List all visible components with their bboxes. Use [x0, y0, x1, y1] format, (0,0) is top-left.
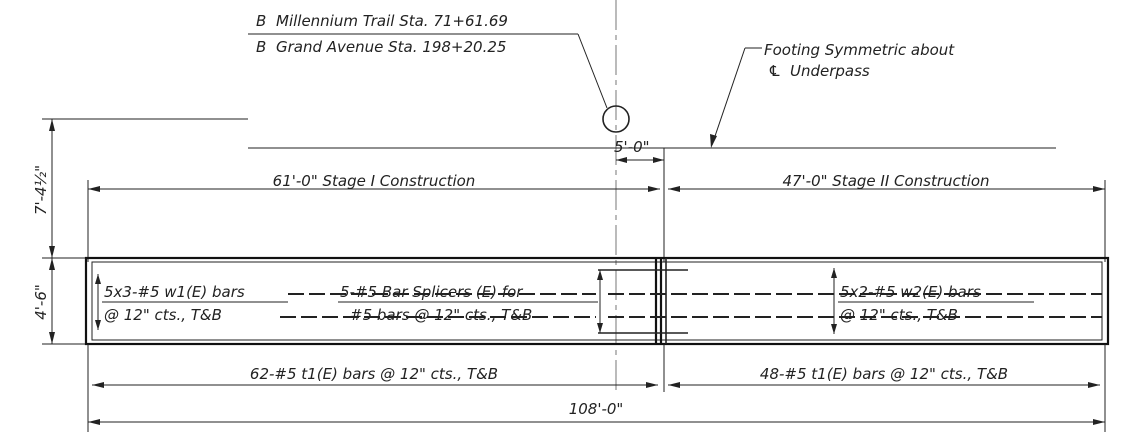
w2-label-line1: 5x2-#5 w2(E) bars [840, 283, 981, 301]
splicer-arrow-down [597, 323, 603, 333]
baseline-symbol-2: B [256, 38, 266, 56]
bottom-left-arrow-right [646, 382, 658, 388]
w2-arrow-up [831, 268, 837, 278]
station-label-millennium: Millennium Trail Sta. 71+61.69 [276, 12, 508, 30]
bottom-left-label: 62-#5 t1(E) bars @ 12" cts., T&B [250, 365, 498, 383]
overall-label: 108'-0" [569, 400, 624, 418]
w1-label-line2: @ 12" cts., T&B [104, 306, 222, 324]
height-footing-arrow-up [49, 258, 55, 270]
baseline-symbol-1: B [256, 12, 266, 30]
bottom-right-label: 48-#5 t1(E) bars @ 12" cts., T&B [760, 365, 1008, 383]
note-line-1: Footing Symmetric about [764, 41, 955, 59]
height-top-arrow-down [49, 246, 55, 258]
station-circle [602, 105, 630, 133]
stage2-arrow-right [1093, 186, 1105, 192]
station-leader-line [577, 33, 608, 109]
w1-label-line1: 5x3-#5 w1(E) bars [104, 283, 245, 301]
note-leader-line-2 [711, 47, 746, 146]
overall-arrow-left [88, 419, 100, 425]
offset-arrow-right [653, 157, 664, 163]
centerline-symbol: ℄ [768, 62, 781, 80]
stage2-label: 47'-0" Stage II Construction [782, 172, 989, 190]
height-footing-arrow-down [49, 332, 55, 344]
stage1-arrow-right [648, 186, 660, 192]
bottom-right-arrow-right [1088, 382, 1100, 388]
height-top-label: 7'-4½" [32, 165, 50, 215]
note-line-2: Underpass [790, 62, 870, 80]
height-top-arrow-up [49, 119, 55, 131]
splicer-arrow-up [597, 270, 603, 280]
offset-dimension-label: 5'-0" [614, 138, 650, 156]
w2-arrow-down [831, 324, 837, 334]
note-leader-arrow [710, 134, 717, 148]
overall-arrow-right [1093, 419, 1105, 425]
station-label-grand: Grand Avenue Sta. 198+20.25 [276, 38, 506, 56]
bottom-left-arrow-left [92, 382, 104, 388]
footing-inner-outline [91, 261, 1103, 341]
bottom-right-arrow-left [668, 382, 680, 388]
stage2-arrow-left [668, 186, 680, 192]
footing-outline [84, 256, 1110, 346]
w1-arrow-up [95, 274, 101, 284]
splicer-label-line1: 5-#5 Bar Splicers (E) for [340, 283, 523, 301]
offset-arrow-left [616, 157, 627, 163]
w2-label-line2: @ 12" cts., T&B [840, 306, 958, 324]
height-footing-label: 4'-6" [32, 284, 50, 320]
stage1-label: 61'-0" Stage I Construction [273, 172, 476, 190]
splicer-label-line2: #5 bars @ 12" cts., T&B [350, 306, 532, 324]
w1-arrow-down [95, 320, 101, 330]
stage1-arrow-left [88, 186, 100, 192]
